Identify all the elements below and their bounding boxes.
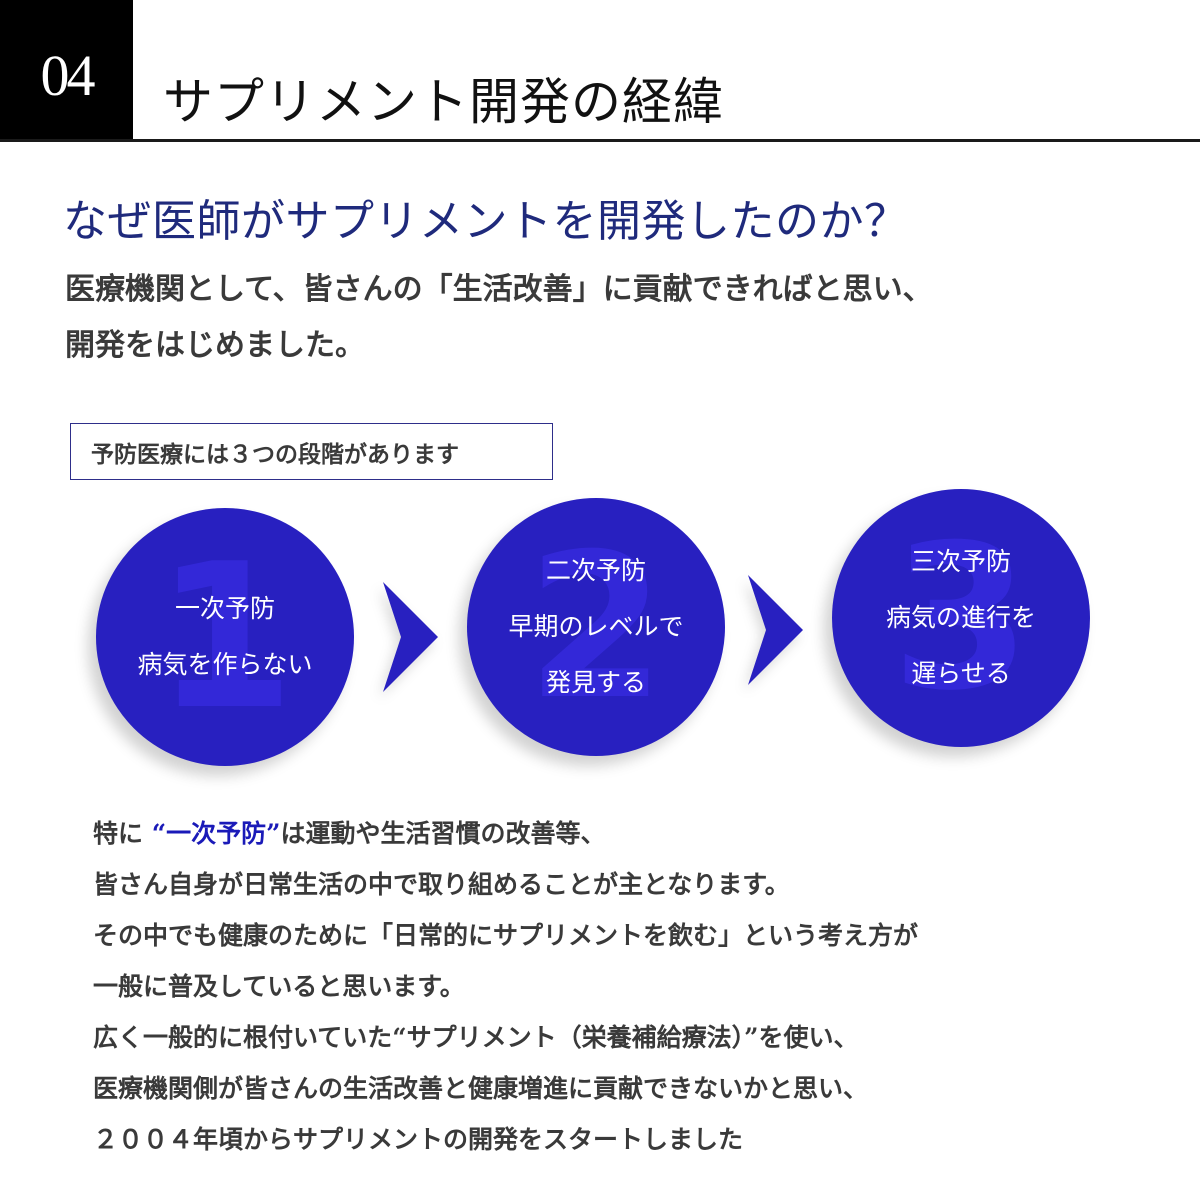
stage-description: 発見する [545,668,646,697]
stages-label-box: 予防医療には３つの段階があります [70,423,553,480]
body-paragraph: 特に “一次予防”は運動や生活習慣の改善等、 皆さん自身が日常生活の中で取り組め… [93,808,918,1165]
body-line: 特に “一次予防”は運動や生活習慣の改善等、 [93,808,918,859]
stage-title: 三次予防 [910,547,1011,576]
stage-description: 早期のレベルで [508,612,684,641]
body-line-suffix: は運動や生活習慣の改善等、 [280,819,606,848]
body-line: 一般に普及していると思います。 [93,972,465,1001]
intro-answer-line: 医療機関として、皆さんの「生活改善」に貢献できればと思い、 [65,272,933,307]
body-line: 広く一般的に根付いていた“サプリメント（栄養補給療法）”を使い、 [93,1023,859,1052]
section-number: 04 [40,42,96,108]
stage-circle-1: 1 一次予防 病気を作らない [96,508,354,766]
chevron-right-arrow-icon [383,582,438,692]
intro-answer: 医療機関として、皆さんの「生活改善」に貢献できればと思い、 開発をはじめました。 [65,262,933,374]
body-line-prefix: 特に [93,819,152,848]
stage-title: 一次予防 [174,594,275,623]
stages-label: 予防医療には３つの段階があります [91,440,459,468]
intro-question: なぜ医師がサプリメントを開発したのか？ [63,196,909,247]
stage-number: 1 [155,521,295,754]
stage-circle-2: 2 二次予防 早期のレベルで 発見する [467,498,725,756]
highlight-primary-prevention: “一次予防” [151,819,281,848]
section-number-badge: 04 [0,0,133,140]
body-line: その中でも健康のために「日常的にサプリメントを飲む」という考え方が [93,921,919,950]
body-line: 医療機関側が皆さんの生活改善と健康増進に貢献できないかと思い、 [93,1074,869,1103]
stage-description: 遅らせる [911,659,1011,688]
body-line: 皆さん自身が日常生活の中で取り組めることが主となります。 [93,870,790,899]
body-line: ２００４年頃からサプリメントの開発をスタートしました [93,1125,744,1154]
stage-description: 病気の進行を [885,603,1036,632]
header-divider [0,139,1200,142]
intro-answer-line: 開発をはじめました。 [65,328,365,363]
stage-number: 3 [891,502,1031,735]
page-title: サプリメント開発の経緯 [163,73,724,131]
stage-title: 二次予防 [545,556,646,585]
chevron-right-arrow-icon [748,575,803,685]
stage-circle-3: 3 三次予防 病気の進行を 遅らせる [832,489,1090,747]
stage-description: 病気を作らない [137,650,313,679]
stage-number: 2 [526,511,666,744]
